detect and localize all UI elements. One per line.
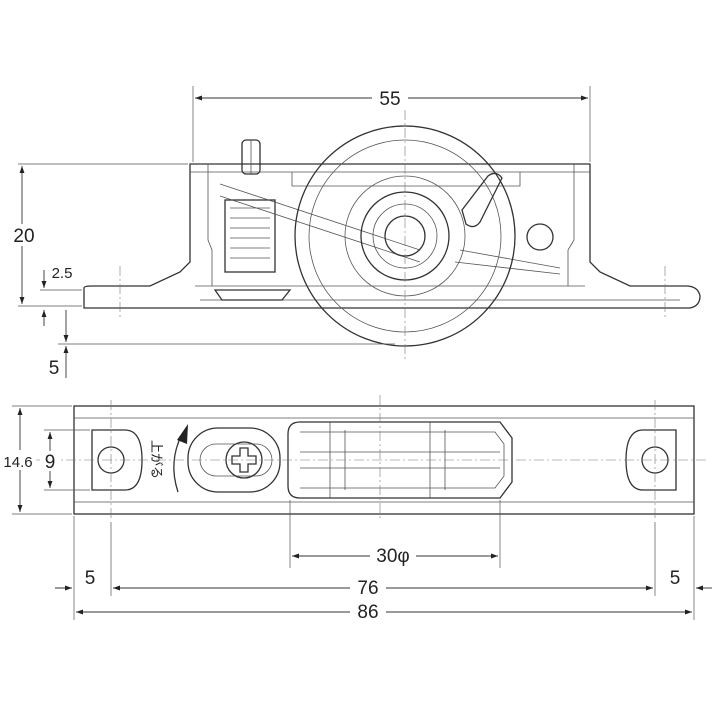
plan-view: 上がる: [30, 395, 708, 520]
wheel-slot: [287, 421, 513, 499]
dim-2-5: 2.5: [40, 265, 82, 326]
dim-right-5-label: 5: [670, 568, 681, 589]
dim-20: 20: [6, 163, 188, 307]
dim-5-drop: 5: [49, 310, 395, 379]
dim-86: 86: [76, 600, 692, 623]
dim-30phi-label: 30φ: [376, 546, 409, 567]
dim-hole-spacing: 5 76 5: [55, 516, 712, 620]
up-direction-marker: 上がる: [148, 424, 188, 493]
dim-9: 9: [40, 429, 90, 491]
up-marker-label: 上がる: [148, 440, 163, 479]
phillips-screw-icon: [225, 441, 263, 479]
dim-left-5-label: 5: [85, 568, 96, 589]
dim-55-label: 55: [379, 89, 400, 110]
dim-86-label: 86: [357, 602, 378, 623]
cam-lever: [461, 172, 503, 228]
base-flange: [83, 163, 701, 309]
inner-bracket: [219, 183, 561, 275]
dim-76-label: 76: [357, 578, 378, 599]
dim-5-drop-label: 5: [49, 358, 60, 379]
side-elevation-view: [83, 110, 701, 360]
housing-top: [190, 171, 590, 187]
dim-9-label: 9: [45, 452, 56, 473]
dim-2-5-label: 2.5: [52, 265, 73, 282]
dim-55: 55: [192, 86, 591, 162]
dim-30phi: 30φ: [289, 500, 501, 568]
body-inner: [195, 164, 680, 301]
pivot-hole: [526, 223, 554, 251]
dim-14-6-label: 14.6: [3, 454, 32, 471]
adjust-screw: [213, 139, 292, 301]
dim-14-6: 14.6: [2, 405, 72, 515]
dim-20-label: 20: [13, 226, 34, 247]
arrow-up-icon: [177, 424, 188, 444]
